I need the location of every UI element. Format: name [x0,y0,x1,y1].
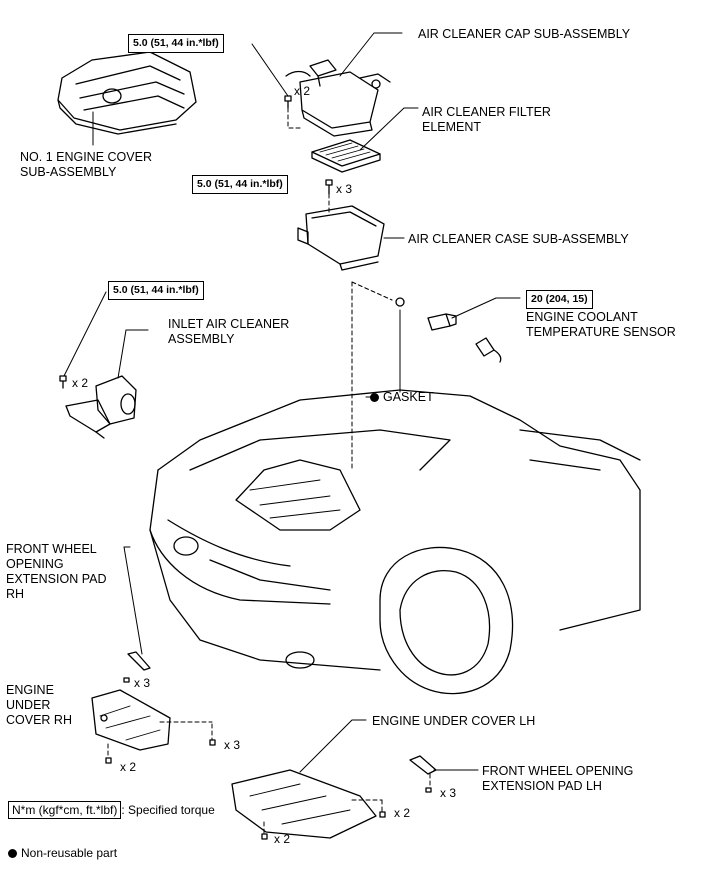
dashed-lines [107,107,431,835]
label-under-cover-lh: ENGINE UNDER COVER LH [372,714,536,728]
under-cover-lh-drawing [231,769,386,840]
leader-lines [63,32,521,773]
filter-element-drawing [311,139,381,173]
label-air-cleaner-filter: AIR CLEANER FILTER ELEMENT [422,105,551,134]
torque-sensor: 20 (204, 15) [526,290,593,309]
qty-under-lh-right: x 2 [394,806,411,820]
label-ect-sensor: ENGINE COOLANT TEMPERATURE SENSOR [526,310,676,339]
gasket-text: GASKET [383,390,434,404]
label-pad-lh: FRONT WHEEL OPENING EXTENSION PAD LH [482,764,634,793]
torque-cap-bolts: 5.0 (51, 44 in.*lbf) [128,34,224,53]
pad-lh-drawing [409,755,437,793]
air-cleaner-cap-drawing [285,59,391,137]
air-cleaner-case-drawing [297,205,385,271]
under-cover-rh-drawing [91,689,216,764]
torque-inlet-bolts: 5.0 (51, 44 in.*lbf) [108,281,204,300]
label-pad-rh: FRONT WHEEL OPENING EXTENSION PAD RH [6,542,107,601]
legend-torque-unit: N*m (kgf*cm, ft.*lbf) [8,801,122,819]
legend-torque: N*m (kgf*cm, ft.*lbf): Specified torque [8,801,215,819]
legend-torque-desc: : Specified torque [121,803,215,817]
qty-inlet: x 2 [72,376,89,390]
legend-dot-icon [8,849,17,859]
label-gasket: GASKET [370,390,434,405]
engine-cover-drawing [57,51,197,135]
label-air-cleaner-case: AIR CLEANER CASE SUB-ASSEMBLY [408,232,629,246]
qty-under-rh-bottom: x 2 [120,760,137,774]
qty-under-rh-right: x 3 [224,738,241,752]
qty-pad-lh: x 3 [440,786,457,800]
sensor-drawing [395,297,502,363]
label-inlet-air-cleaner: INLET AIR CLEANER ASSEMBLY [168,317,290,346]
inlet-air-cleaner-drawing [65,375,137,439]
legend-nonreusable: Non-reusable part [8,846,117,860]
qty-pad-rh: x 3 [134,676,151,690]
vehicle-drawing [149,389,641,695]
legend-nonreusable-text: Non-reusable part [21,846,118,860]
torque-case-bolts: 5.0 (51, 44 in.*lbf) [192,175,288,194]
qty-case: x 3 [336,182,353,196]
qty-under-lh-bottom: x 2 [274,832,291,846]
label-under-cover-rh: ENGINE UNDER COVER RH [6,683,72,727]
label-air-cleaner-cap: AIR CLEANER CAP SUB-ASSEMBLY [418,27,631,41]
qty-cap: x 2 [294,84,311,98]
nonreusable-dot-icon [370,393,379,403]
pad-rh-drawing [123,651,151,683]
label-engine-cover: NO. 1 ENGINE COVER SUB-ASSEMBLY [20,150,152,179]
